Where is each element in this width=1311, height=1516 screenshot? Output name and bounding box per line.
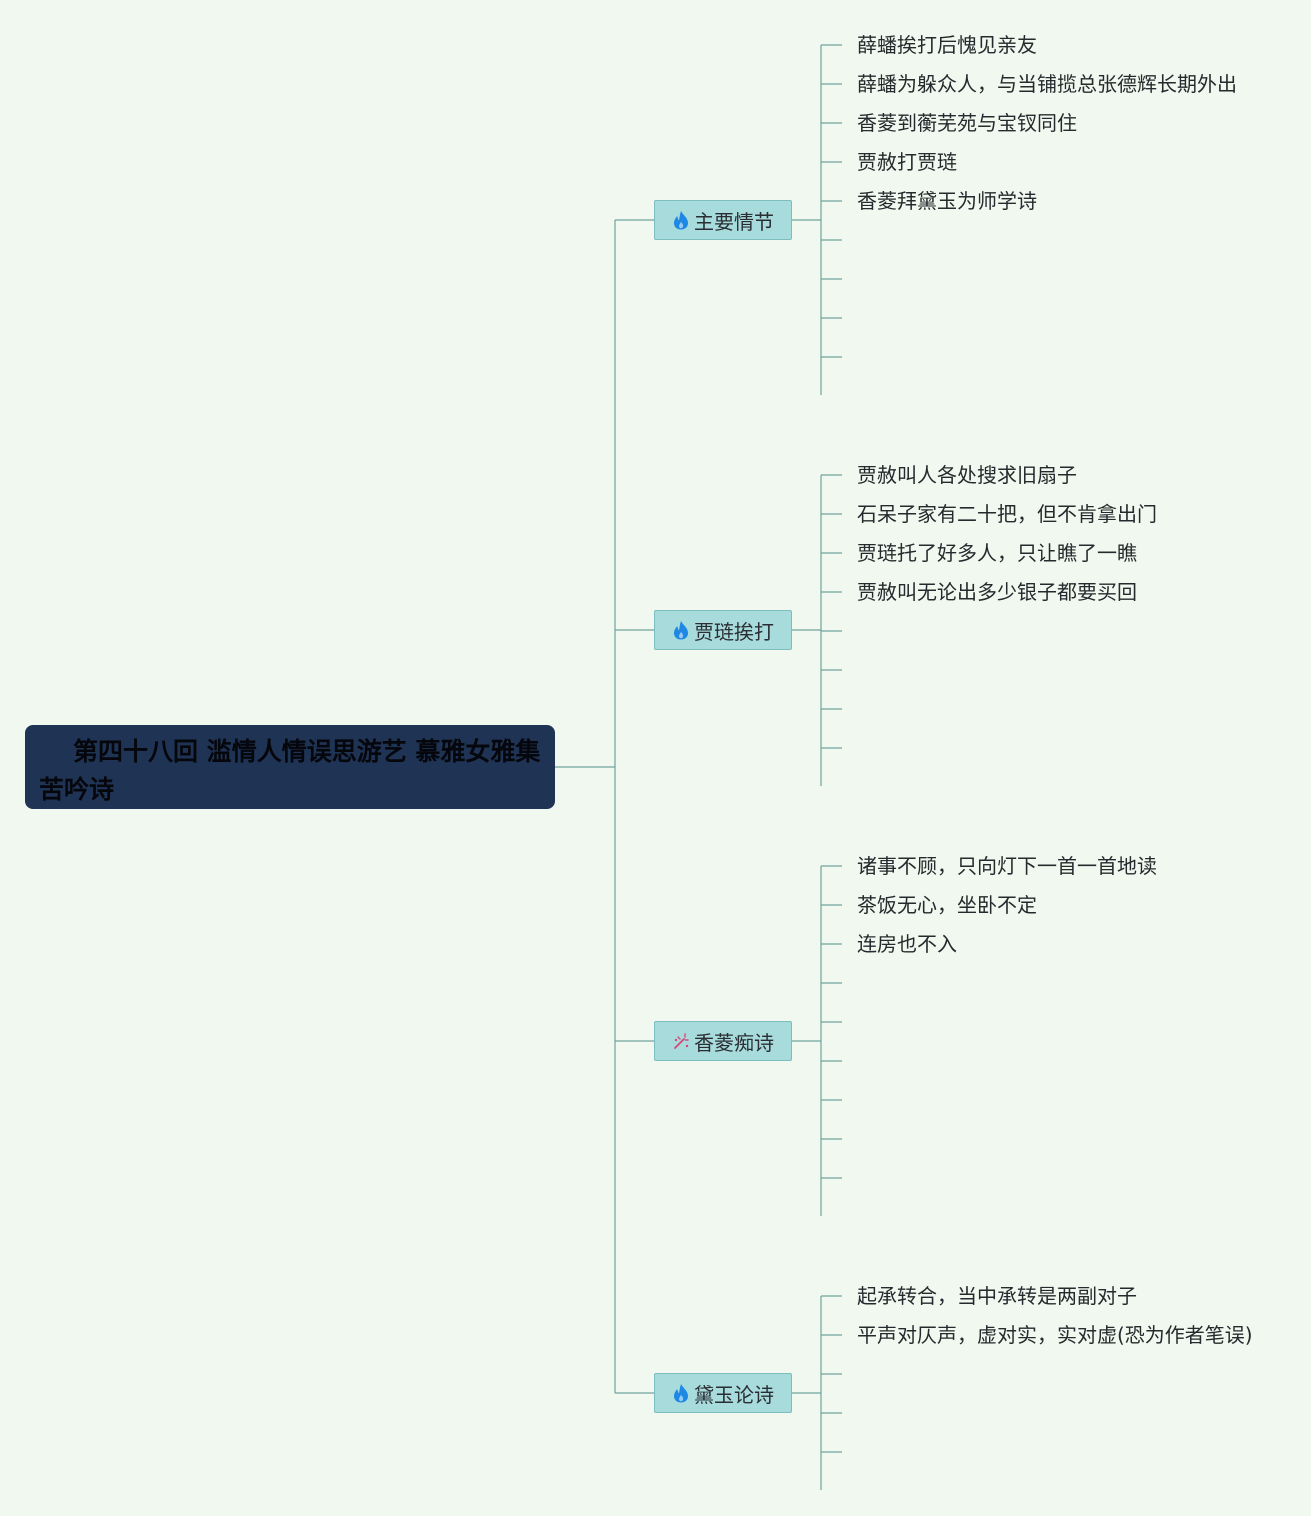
leaf-item[interactable]: 薛蟠为躲众人，与当铺揽总张德辉长期外出 xyxy=(857,72,1237,96)
leaf-item[interactable]: 贾琏托了好多人，只让瞧了一瞧 xyxy=(857,541,1137,565)
leaf-item[interactable]: 薛蟠挨打后愧见亲友 xyxy=(857,33,1037,57)
branch-jialian-beaten[interactable]: 贾琏挨打 xyxy=(654,610,792,650)
fire-icon xyxy=(672,620,690,640)
leaf-item[interactable]: 石呆子家有二十把，但不肯拿出门 xyxy=(857,502,1157,526)
leaf-item[interactable]: 贾赦叫无论出多少银子都要买回 xyxy=(857,580,1137,604)
leaf-item[interactable]: 贾赦叫人各处搜求旧扇子 xyxy=(857,463,1077,487)
branch-daiyu-poetics[interactable]: 黛玉论诗 xyxy=(654,1373,792,1413)
leaf-item[interactable]: 贾赦打贾琏 xyxy=(857,150,957,174)
branch-label: 主要情节 xyxy=(694,209,774,234)
branch-label: 贾琏挨打 xyxy=(694,619,774,644)
branch-label: 黛玉论诗 xyxy=(694,1382,774,1407)
fire-icon xyxy=(672,210,690,230)
fire-icon xyxy=(672,1383,690,1403)
leaf-item[interactable]: 香菱拜黛玉为师学诗 xyxy=(857,189,1037,213)
branch-main-plot[interactable]: 主要情节 xyxy=(654,200,792,240)
branch-label: 香菱痴诗 xyxy=(694,1030,774,1055)
magic-wand-icon xyxy=(672,1031,690,1051)
branch-xiangling-poetry[interactable]: 香菱痴诗 xyxy=(654,1021,792,1061)
leaf-item[interactable]: 连房也不入 xyxy=(857,932,957,956)
leaf-item[interactable]: 茶饭无心，坐卧不定 xyxy=(857,893,1037,917)
leaf-item[interactable]: 平声对仄声，虚对实，实对虚(恐为作者笔误) xyxy=(857,1323,1253,1347)
root-topic-title: 第四十八回 滥情人情误思游艺 慕雅女雅集苦吟诗 xyxy=(39,737,541,804)
root-topic[interactable]: 第四十八回 滥情人情误思游艺 慕雅女雅集苦吟诗 xyxy=(25,725,555,809)
leaf-item[interactable]: 香菱到蘅芜苑与宝钗同住 xyxy=(857,111,1077,135)
leaf-item[interactable]: 诸事不顾，只向灯下一首一首地读 xyxy=(857,854,1157,878)
leaf-item[interactable]: 起承转合，当中承转是两副对子 xyxy=(857,1284,1137,1308)
